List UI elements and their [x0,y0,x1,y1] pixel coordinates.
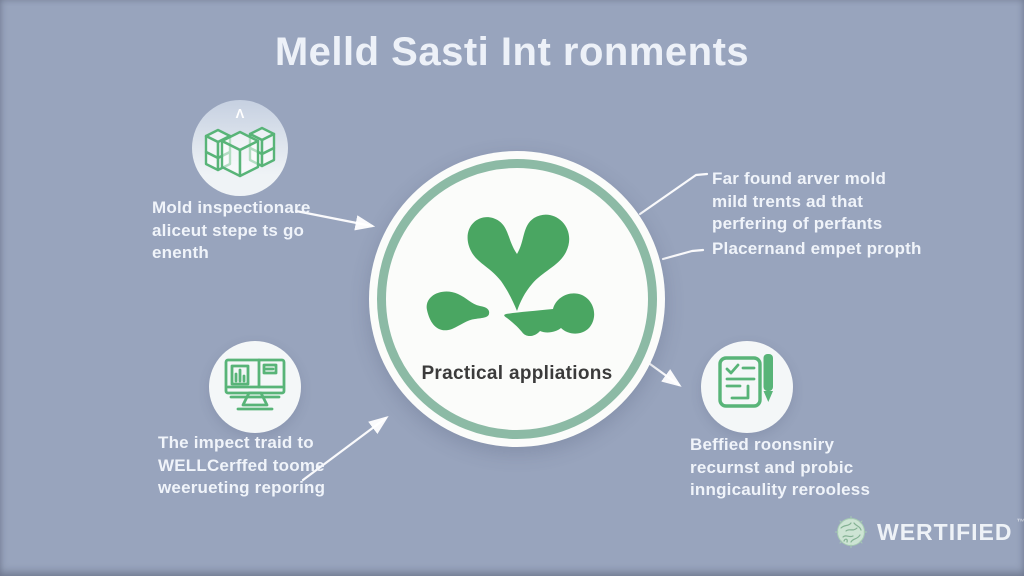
central-caption: Practical appliations [421,363,613,384]
brand-name: WERTIFIED [877,518,1013,545]
globe-network-icon [835,516,867,548]
trademark-mark: ™ [1016,517,1024,527]
note-line: inngicaulity rerooless [690,480,871,499]
note-line: Beffied roonsniry [690,435,835,454]
page-title: Melld Sasti Int ronments [274,30,750,74]
note-line: weerueting reporing [158,478,326,497]
note-line: Mold inspectionare [152,198,311,217]
note-line: WELLCerffed toome [158,455,325,475]
note-top-left: Mold inspectionare aliceut stepe ts go e… [152,197,311,265]
monitor-chart-icon [209,341,301,433]
note-line: perfering of perfants [712,214,883,233]
note-bottom-left: The impect traid to WELLCerffed toome we… [158,432,325,500]
note-line: Placernand empet propth [712,239,922,258]
leader-hub-to-top-right-2 [661,248,705,261]
brand-logo: WERTIFIED ™ [833,514,1024,550]
checklist-document-pen-icon [701,341,793,433]
buildings-cubes-icon: Λ [192,100,288,196]
lambda-glyph: Λ [235,106,245,121]
leaf-shapes-icon [426,214,595,337]
note-line: aliceut stepe ts go [152,220,305,240]
note-line: Far found arver mold [712,169,887,188]
note-line: mild trents ad that [712,191,864,211]
note-top-right-2: Placernand empet propth [712,238,922,261]
central-ring [377,159,657,439]
central-circle: Practical appliations [369,151,665,447]
stacked-cubes-art [204,126,276,178]
note-line: recurnst and probic [690,457,854,477]
note-top-right-1: Far found arver mold mild trents ad that… [712,168,886,236]
document-pen-art [718,354,773,408]
note-line: The impect traid to [158,433,314,452]
note-line: enenth [152,243,209,262]
monitor-art [224,358,286,411]
note-bottom-right: Beffied roonsniry recurnst and probic in… [690,434,870,502]
